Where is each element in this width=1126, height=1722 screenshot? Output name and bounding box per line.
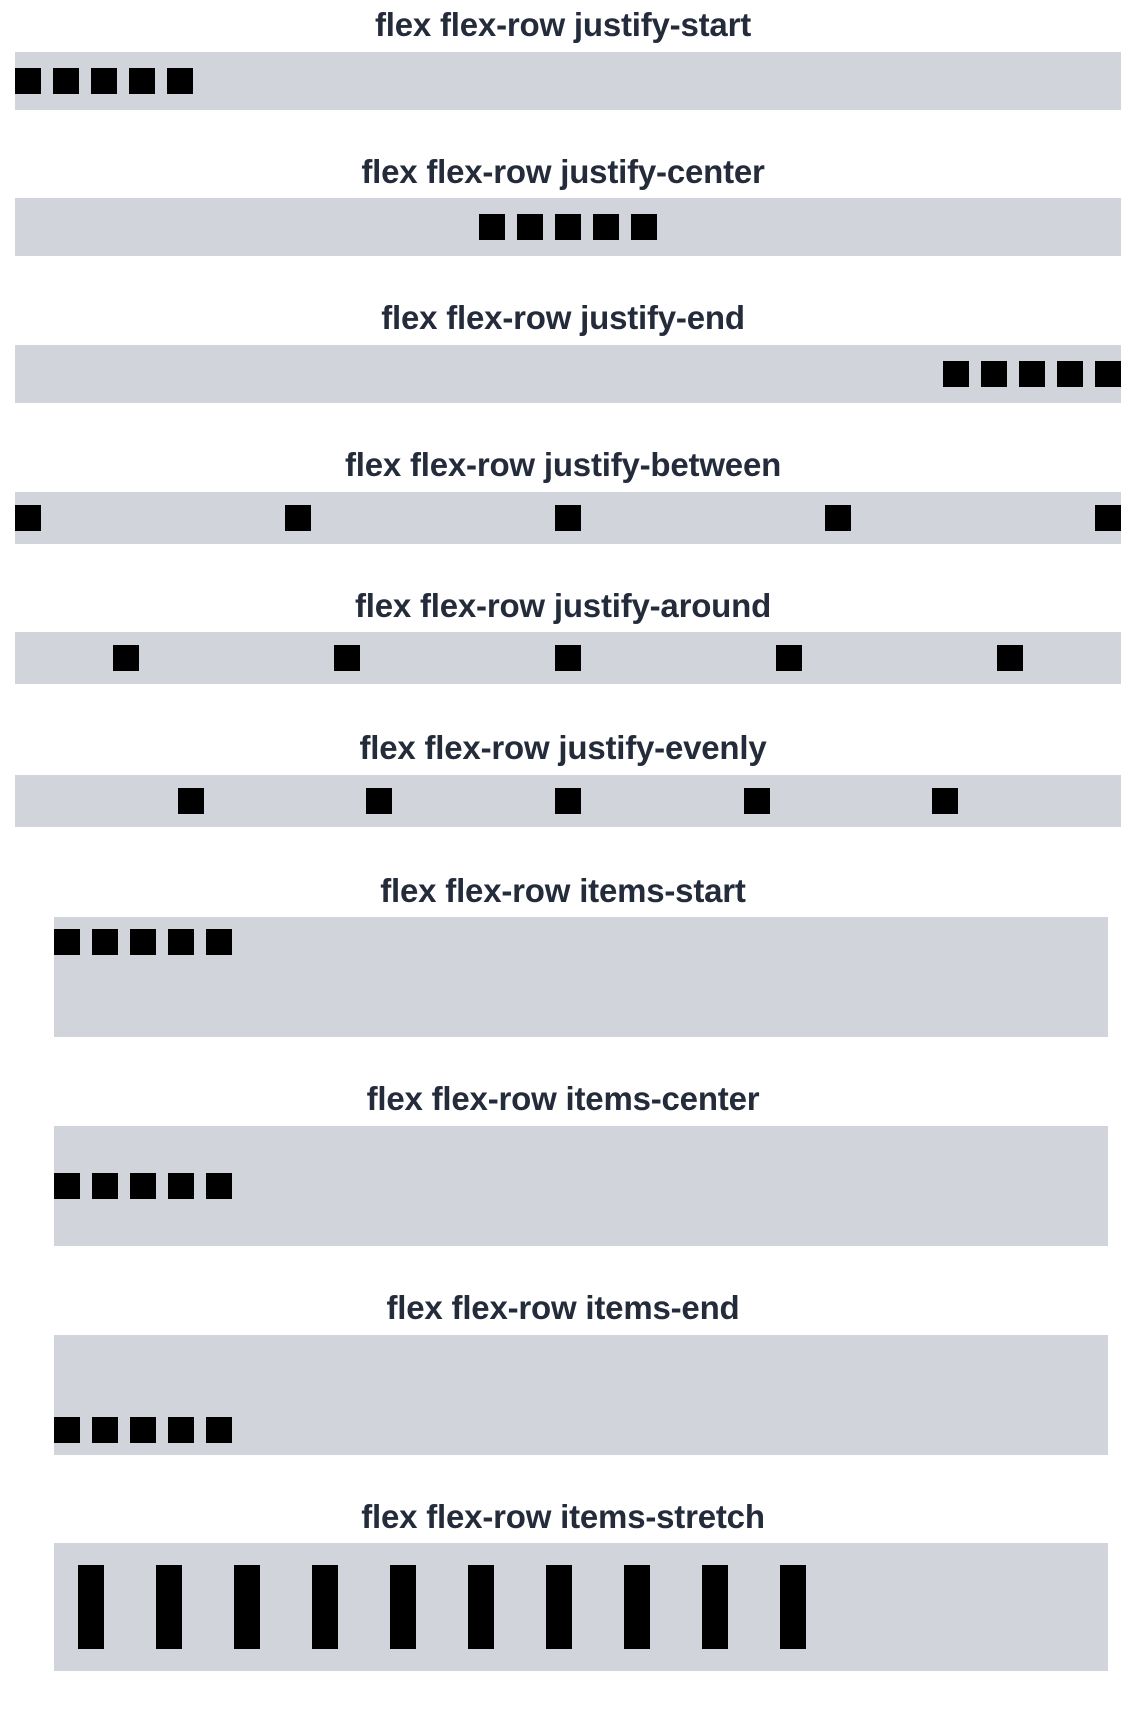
flex-item xyxy=(206,1416,232,1443)
flex-item xyxy=(92,1416,118,1443)
section-title: flex flex-row items-start xyxy=(380,871,746,909)
flex-item xyxy=(743,787,770,814)
flex-item xyxy=(130,929,156,956)
flex-item xyxy=(546,1565,572,1650)
flex-item xyxy=(517,214,543,241)
flex-item xyxy=(479,214,505,241)
demo-box-items-stretch xyxy=(54,1543,1108,1672)
section-title: flex flex-row items-end xyxy=(386,1289,740,1327)
flex-item xyxy=(15,504,41,531)
flex-item xyxy=(1095,504,1121,531)
section-items-start: flex flex-row items-start xyxy=(0,871,1126,1038)
flex-item xyxy=(624,1565,650,1650)
demo-box-items-end xyxy=(54,1334,1108,1455)
flex-item xyxy=(129,67,155,94)
section-title: flex flex-row justify-end xyxy=(381,299,745,337)
flex-item xyxy=(177,787,204,814)
flex-item xyxy=(932,787,959,814)
demo-box-justify-around xyxy=(15,632,1121,685)
flex-item xyxy=(130,1173,156,1200)
flex-item xyxy=(130,1416,156,1443)
flex-item xyxy=(206,929,232,956)
section-title: flex flex-row justify-start xyxy=(374,6,752,43)
flex-item xyxy=(554,645,581,672)
flexbox-demo-page: flex flex-row justify-start flex flex-ro… xyxy=(0,6,1126,1722)
flex-item xyxy=(92,1173,118,1200)
demo-box-justify-start xyxy=(15,51,1121,110)
flex-item xyxy=(168,1173,194,1200)
flex-item xyxy=(555,214,581,241)
section-title: flex flex-row items-stretch xyxy=(361,1497,765,1535)
flex-item xyxy=(555,504,581,531)
section-justify-end: flex flex-row justify-end xyxy=(0,301,1126,403)
section-items-center: flex flex-row items-center xyxy=(0,1080,1126,1247)
demo-box-items-start xyxy=(54,917,1108,1038)
flex-item xyxy=(112,645,139,672)
section-items-end: flex flex-row items-end xyxy=(0,1289,1126,1455)
flex-item xyxy=(91,67,117,94)
flex-item xyxy=(390,1565,416,1650)
flex-item xyxy=(702,1565,728,1650)
flex-item xyxy=(54,929,80,956)
flex-item xyxy=(554,787,581,814)
flex-item xyxy=(997,645,1024,672)
section-items-stretch: flex flex-row items-stretch xyxy=(0,1497,1126,1672)
section-title: flex flex-row justify-evenly xyxy=(359,729,767,767)
flex-item xyxy=(285,504,311,531)
flex-item xyxy=(234,1565,260,1650)
flex-item xyxy=(78,1565,104,1650)
flex-item xyxy=(1057,360,1083,387)
section-justify-evenly: flex flex-row justify-evenly xyxy=(0,731,1126,827)
demo-box-justify-center xyxy=(15,198,1121,257)
flex-item xyxy=(593,214,619,241)
section-justify-between: flex flex-row justify-between xyxy=(0,445,1126,544)
flex-item xyxy=(156,1565,182,1650)
flex-item xyxy=(631,214,657,241)
flex-item xyxy=(206,1173,232,1200)
flex-item xyxy=(825,504,851,531)
section-title: flex flex-row items-center xyxy=(366,1080,760,1118)
flex-item xyxy=(54,1416,80,1443)
demo-box-items-center xyxy=(54,1126,1108,1247)
flex-item xyxy=(1095,360,1121,387)
flex-item xyxy=(468,1565,494,1650)
flex-item xyxy=(312,1565,338,1650)
flex-item xyxy=(366,787,393,814)
flex-item xyxy=(776,645,803,672)
demo-box-justify-evenly xyxy=(15,774,1121,827)
flex-item xyxy=(168,929,194,956)
section-title: flex flex-row justify-center xyxy=(361,152,765,190)
section-justify-center: flex flex-row justify-center xyxy=(0,152,1126,257)
flex-item xyxy=(168,1416,194,1443)
flex-item xyxy=(780,1565,806,1650)
section-justify-around: flex flex-row justify-around xyxy=(0,586,1126,685)
section-title: flex flex-row justify-between xyxy=(344,445,782,483)
flex-item xyxy=(15,67,41,94)
flex-item xyxy=(167,67,193,94)
demo-box-justify-end xyxy=(15,344,1121,403)
flex-item xyxy=(981,360,1007,387)
demo-box-justify-between xyxy=(15,491,1121,544)
flex-item xyxy=(53,67,79,94)
flex-item xyxy=(54,1173,80,1200)
flex-item xyxy=(1019,360,1045,387)
flex-item xyxy=(92,929,118,956)
flex-item xyxy=(943,360,969,387)
section-title: flex flex-row justify-around xyxy=(354,586,772,624)
flex-item xyxy=(333,645,360,672)
section-justify-start: flex flex-row justify-start xyxy=(0,6,1126,110)
